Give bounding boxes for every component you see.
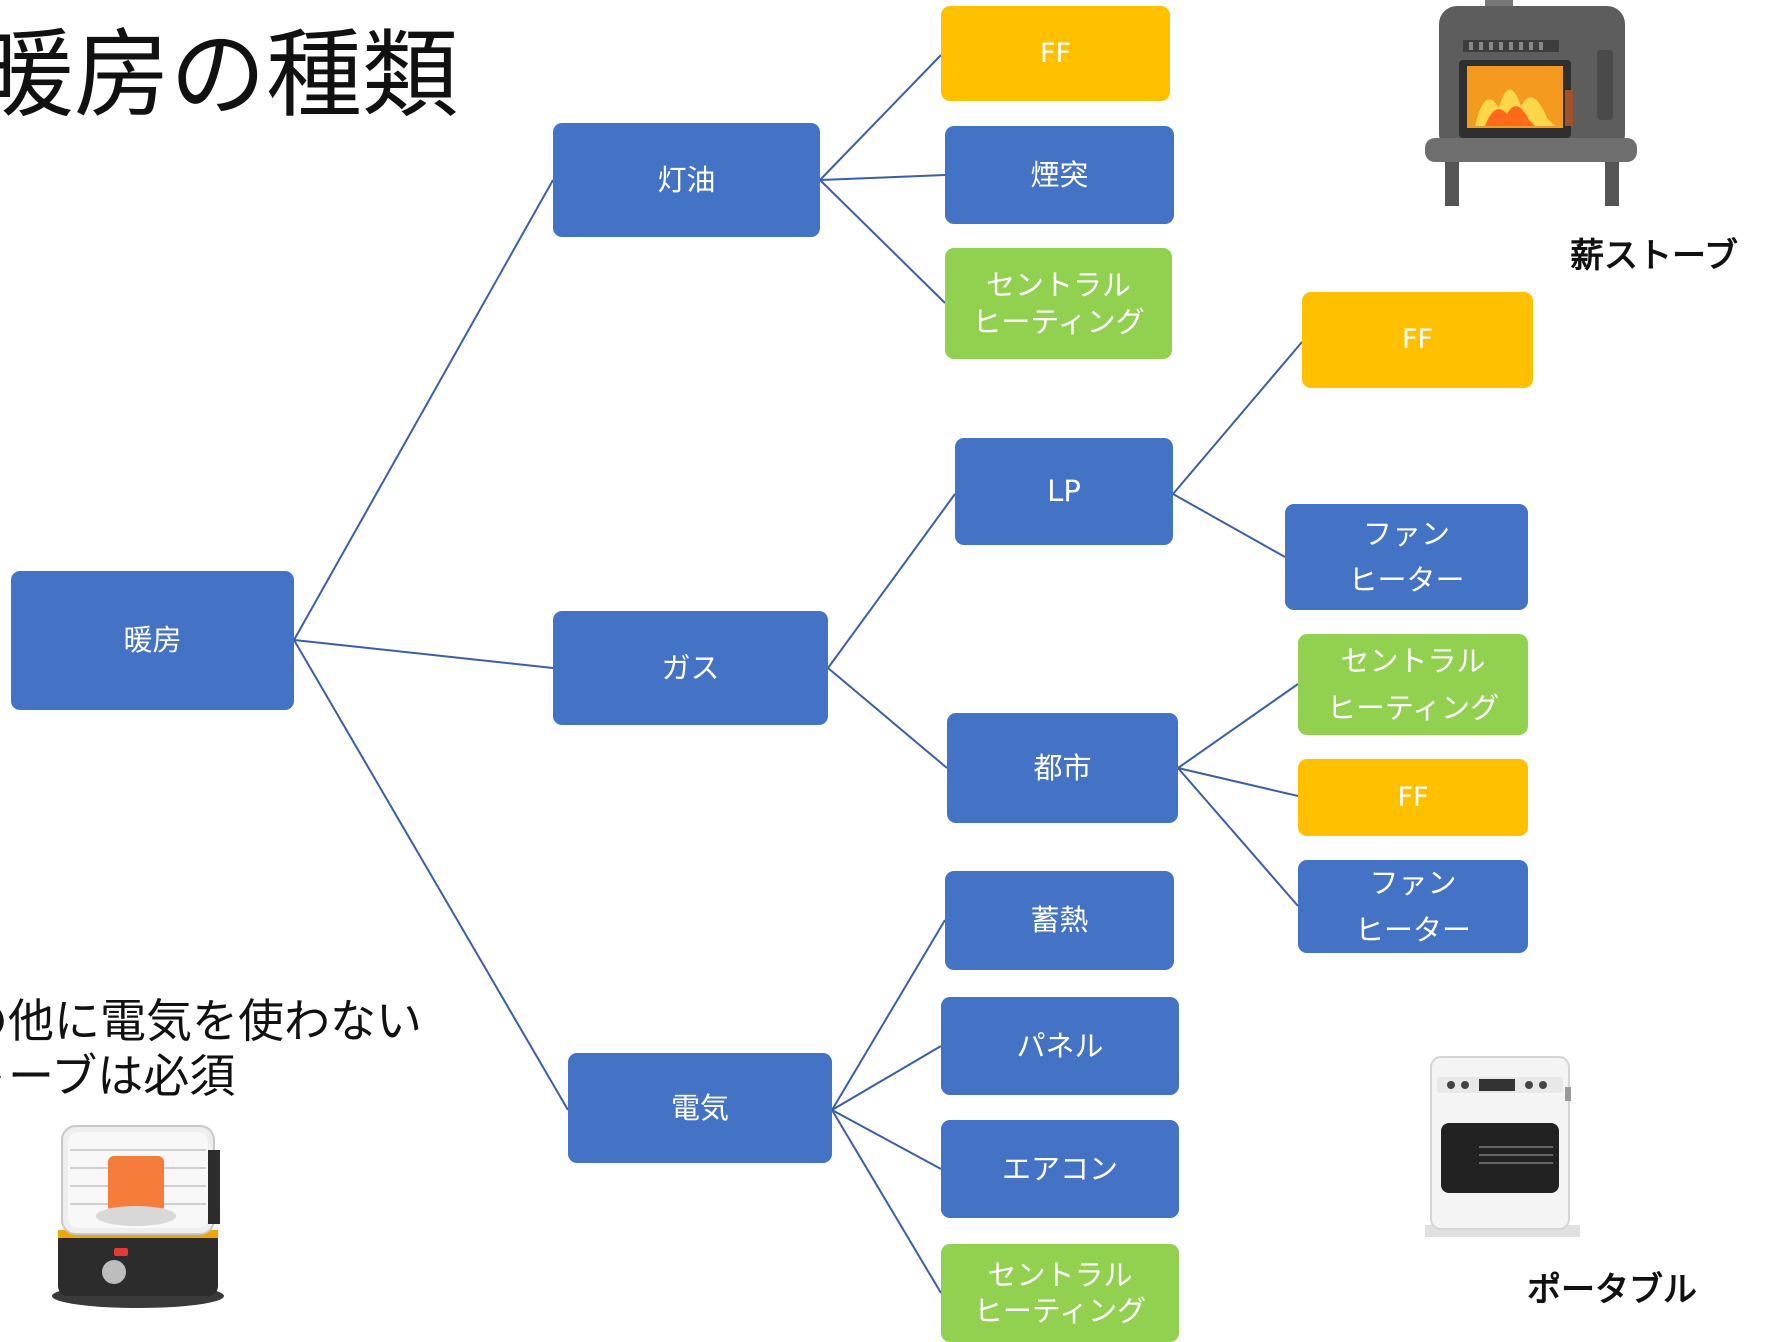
wood-stove-icon [1425,0,1637,206]
connector-electric-storage [831,919,946,1111]
connector-gas-lp [827,493,956,669]
connector-root-kerosene [293,179,554,641]
connector-lp-ff [1172,341,1303,495]
page-title: 暖房の種類 [0,19,458,131]
connector-city-central [1177,683,1299,769]
node-gas: ガス [553,611,828,725]
connector-kerosene-ff [819,54,942,181]
connector-electric-panel [831,1045,942,1111]
node-electric-storage: 蓄熱 [945,871,1174,970]
node-root-heating: 暖房 [11,571,294,710]
connector-root-gas [293,639,554,669]
node-city-central-heating: セントラル ヒーティング [1298,634,1528,735]
portable-caption: ポータブル [1527,1270,1697,1310]
connector-gas-city [827,667,948,769]
connector-kerosene-chimney [819,174,946,181]
connector-root-electric [293,639,569,1111]
connector-kerosene-central [819,179,946,304]
node-kerosene-chimney: 煙突 [945,126,1174,224]
node-city-ff: FF [1298,759,1528,836]
connector-electric-aircon [831,1109,942,1170]
node-electric-panel: パネル [941,997,1179,1095]
node-lp-fan-heater: ファン ヒーター [1285,504,1528,610]
connector-city-fan [1177,767,1299,907]
node-kerosene-ff: FF [941,6,1170,101]
connector-city-ff [1177,767,1299,797]
node-electric: 電気 [568,1053,832,1163]
node-gas-city: 都市 [947,713,1178,823]
node-electric-aircon: エアコン [941,1120,1179,1218]
connector-electric-central [831,1109,942,1294]
node-lp-ff: FF [1302,292,1533,388]
note-text: の他に電気を使わない トーブは必須 [0,994,422,1104]
portable-heater-icon [1425,1056,1580,1237]
node-kerosene-central-heating: セントラル ヒーティング [945,248,1172,359]
node-kerosene: 灯油 [553,123,820,237]
node-city-fan-heater: ファン ヒーター [1298,860,1528,953]
kerosene-stove-icon [52,1125,224,1308]
node-electric-central-heating: セントラル ヒーティング [941,1244,1179,1342]
connector-lp-fan [1172,493,1286,558]
wood-stove-caption: 薪ストーブ [1570,236,1738,276]
node-gas-lp: LP [955,438,1173,545]
